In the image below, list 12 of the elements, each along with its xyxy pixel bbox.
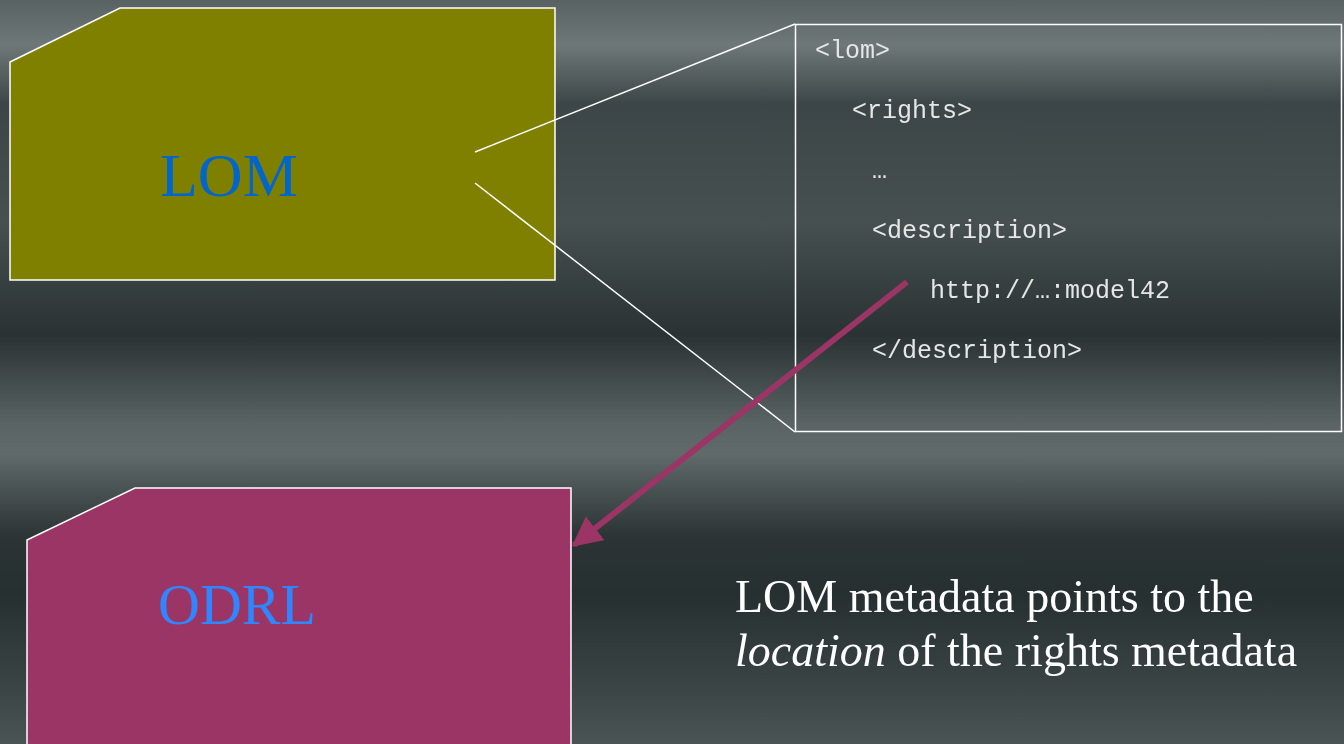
box-label: LOM bbox=[160, 140, 298, 211]
connector-line bbox=[474, 182, 796, 433]
code-line: http://…:model42 bbox=[930, 277, 1171, 307]
code-line: <lom> bbox=[815, 37, 890, 67]
code-line: … bbox=[872, 157, 887, 187]
code-line: <rights> bbox=[852, 97, 973, 127]
connector-line bbox=[474, 23, 796, 153]
box-label: ODRL bbox=[158, 571, 316, 638]
code-line: <description> bbox=[872, 217, 1068, 247]
arrow bbox=[571, 279, 909, 548]
caption-text: LOM metadata points to the location of the rights metadata bbox=[735, 570, 1299, 678]
code-line: </description> bbox=[872, 337, 1083, 367]
